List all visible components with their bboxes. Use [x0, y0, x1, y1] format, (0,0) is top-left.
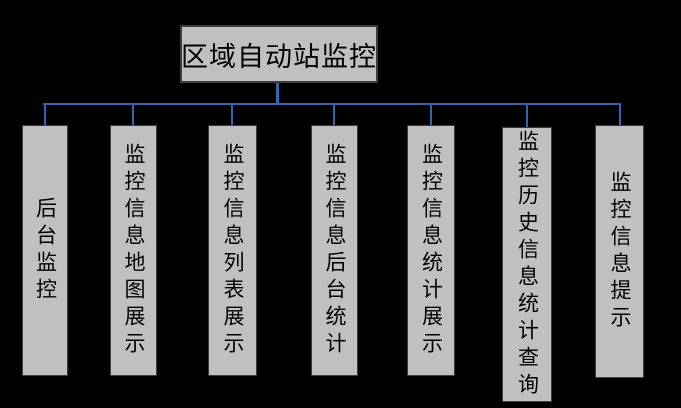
leaf-node-label: 监控信息后台统计 — [323, 142, 347, 359]
connector-branch-6 — [526, 104, 528, 127]
root-node-regional-auto-station-monitoring: 区域自动站监控 — [180, 25, 378, 83]
connector-branch-4 — [333, 104, 335, 125]
connector-root-stem — [276, 83, 279, 105]
connector-horizontal-bus — [43, 103, 621, 105]
leaf-node-monitoring-history-statistics-query: 监控历史信息统计查询 — [502, 127, 552, 402]
leaf-node-monitoring-info-list-display: 监控信息列表展示 — [208, 125, 257, 376]
connector-branch-1 — [44, 104, 46, 125]
leaf-node-label: 监控信息提示 — [608, 170, 632, 333]
root-node-label: 区域自动站监控 — [181, 41, 377, 72]
connector-branch-2 — [132, 104, 134, 125]
connector-branch-7 — [619, 104, 621, 125]
connector-branch-3 — [231, 104, 233, 125]
leaf-node-label: 后台监控 — [33, 196, 58, 305]
leaf-node-monitoring-info-map-display: 监控信息地图展示 — [110, 125, 157, 376]
leaf-node-label: 监控信息列表展示 — [221, 142, 245, 359]
leaf-node-monitoring-info-backend-statistics: 监控信息后台统计 — [311, 125, 358, 376]
leaf-node-monitoring-info-prompt: 监控信息提示 — [595, 125, 644, 378]
connector-branch-5 — [430, 104, 432, 125]
leaf-node-backend-monitoring: 后台监控 — [22, 125, 68, 376]
leaf-node-monitoring-info-statistics-display: 监控信息统计展示 — [407, 125, 455, 376]
leaf-node-label: 监控信息地图展示 — [122, 142, 146, 359]
leaf-node-label: 监控信息统计展示 — [419, 142, 444, 359]
leaf-node-label: 监控历史信息统计查询 — [515, 129, 540, 400]
